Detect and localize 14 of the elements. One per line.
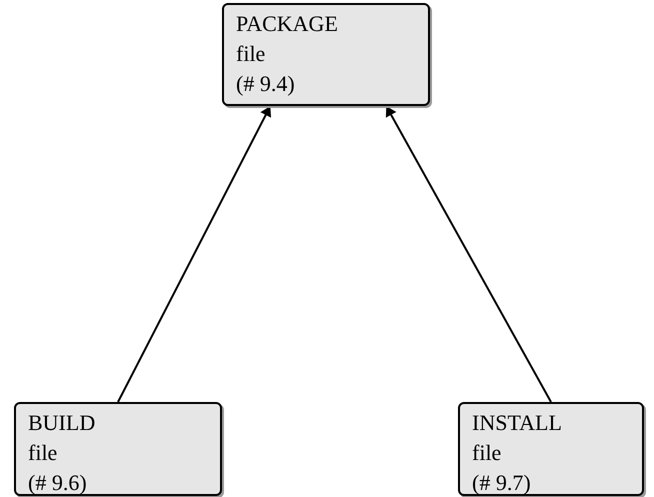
box-text: PACKAGE: [236, 10, 339, 38]
box-text: file: [236, 40, 266, 68]
file-box: [14, 402, 222, 496]
box-text: BUILD: [28, 409, 96, 437]
file-box: [458, 402, 644, 496]
arrow: [117, 106, 272, 402]
box-text: INSTALL: [472, 409, 563, 437]
box-text: (# 9.6): [28, 469, 88, 497]
box-text: file: [472, 439, 502, 467]
box-text: file: [28, 439, 58, 467]
arrow: [386, 106, 552, 402]
box-text: (# 9.7): [472, 469, 532, 497]
file-box: [222, 3, 430, 106]
box-text: (# 9.4): [236, 70, 296, 98]
